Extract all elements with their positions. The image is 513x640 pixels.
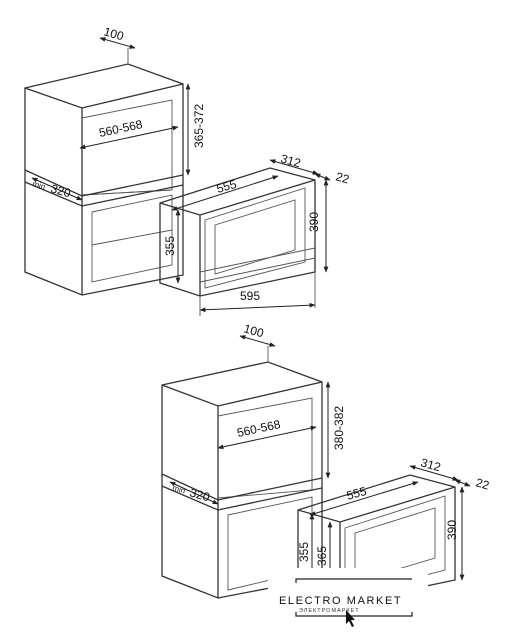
top-dim-top-depth: 100	[102, 24, 125, 43]
top-dim-front-depth: 22	[334, 169, 351, 186]
bottom-dim-appliance-height: 390	[445, 520, 459, 540]
top-dim-appliance-body-width: 555	[215, 177, 238, 196]
top-dim-min-label: min	[31, 179, 46, 191]
top-dimension-lines: 100 365-372 560-568 min 320 312 22 555 3…	[31, 24, 351, 316]
bottom-dim-min-depth: 320	[188, 485, 211, 504]
bottom-dim-body-height-2: 365	[315, 546, 329, 566]
bottom-dim-min-label: min	[171, 483, 186, 495]
top-dim-min-depth: 320	[49, 181, 72, 200]
top-cabinet	[24, 63, 184, 296]
top-dim-appliance-width: 595	[240, 289, 260, 303]
bottom-dim-appliance-depth: 312	[419, 455, 442, 474]
bottom-dim-appliance-body-width: 555	[345, 484, 368, 503]
bottom-dim-cavity-height: 380-382	[332, 406, 346, 450]
electro-market-watermark: ELECTRO MARKET ЭЛЕКТРОМАРКЕТ	[268, 568, 428, 630]
watermark-subtitle: ЭЛЕКТРОМАРКЕТ	[299, 608, 360, 614]
top-dim-body-height: 355	[163, 236, 177, 256]
top-dim-cavity-width: 560-568	[98, 117, 144, 140]
cursor-icon	[346, 610, 355, 627]
top-dim-appliance-depth: 312	[279, 151, 302, 170]
top-dim-appliance-height: 390	[307, 212, 321, 232]
bottom-dim-front-depth: 22	[474, 475, 491, 492]
bottom-dim-top-depth: 100	[242, 321, 265, 340]
bottom-dim-cavity-width: 560-568	[236, 417, 282, 440]
top-dim-cavity-height: 365-372	[192, 104, 206, 148]
bottom-dim-body-height: 355	[297, 542, 311, 562]
watermark-title: ELECTRO MARKET	[279, 595, 402, 607]
